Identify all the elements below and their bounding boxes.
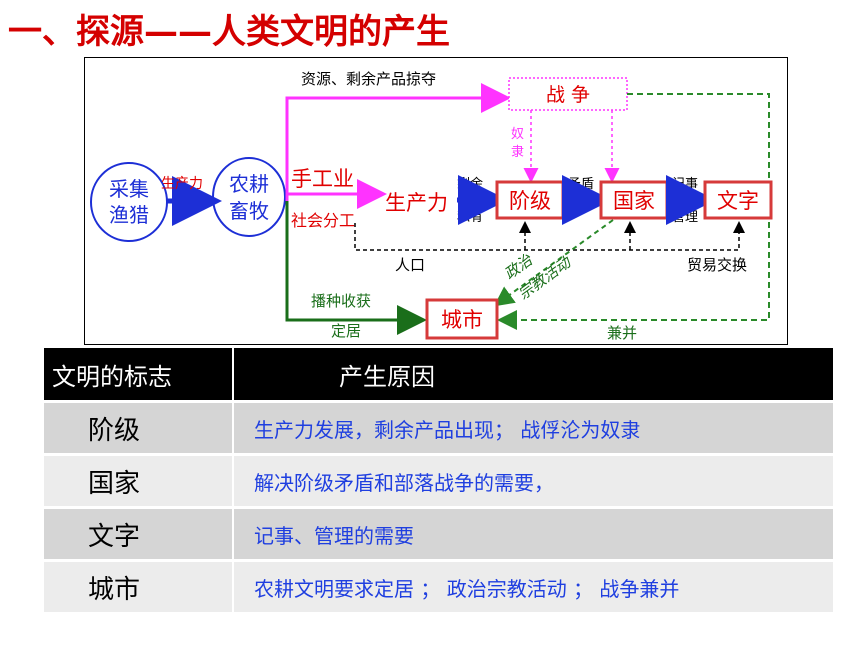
row-mark: 文字: [44, 506, 233, 561]
node-nonggeng-line1: 农耕: [229, 172, 269, 196]
arrow-guojia-to-city: [493, 219, 614, 307]
node-shengchanli: 生产力: [385, 191, 448, 215]
node-caiji-yulie: 采集 渔猎: [90, 162, 168, 242]
row-reason: 记事、管理的需要: [232, 506, 833, 561]
node-guojia-label: 国家: [613, 189, 655, 213]
page-title: 一、探源——人类文明的产生: [8, 12, 450, 52]
label-maodun: 矛盾: [568, 177, 594, 192]
table-row: 阶级 生产力发展，剩余产品出现； 战俘沦为奴隶: [44, 400, 833, 455]
label-dingju: 定居: [331, 322, 361, 340]
arrow-to-war: [285, 83, 511, 201]
label-guanli: 管理: [672, 210, 698, 225]
label-maoyi: 贸易交换: [687, 256, 747, 274]
node-nonggeng-xumu: 农耕 畜牧: [212, 157, 286, 237]
civilization-origin-diagram: 采集 渔猎 农耕 畜牧 生产力 资源、剩余产品掠夺 手工业 社会分工 播种收获 …: [84, 57, 788, 345]
table-row: 国家 解决阶级矛盾和部落战争的需要，: [44, 453, 833, 508]
node-jieji: 阶级: [495, 180, 565, 220]
row-mark: 城市: [44, 559, 233, 612]
node-jieji-label: 阶级: [509, 189, 551, 213]
label-nuli-2: 隶: [511, 145, 524, 160]
label-jishi: 记事: [672, 177, 698, 192]
node-caiji-line2: 渔猎: [109, 203, 149, 227]
table-header-row: 文明的标志 产生原因: [44, 348, 833, 402]
node-wenzi: 文字: [703, 180, 773, 220]
node-shehuifengong: 社会分工: [291, 211, 355, 230]
header-reason: 产生原因: [232, 348, 833, 402]
node-guojia: 国家: [599, 180, 669, 220]
node-caiji-line1: 采集: [109, 177, 149, 201]
node-wenzi-label: 文字: [717, 189, 759, 213]
node-nonggeng-line2: 畜牧: [229, 199, 269, 223]
node-zhanzheng: 战 争: [508, 77, 628, 111]
label-ziyuan: 资源、剩余产品掠夺: [301, 70, 436, 88]
label-siyou: 私有: [457, 210, 483, 225]
label-bozhong: 播种收获: [311, 292, 371, 310]
label-renkou: 人口: [395, 256, 425, 274]
label-nuli-1: 奴: [511, 126, 524, 142]
table-row: 文字 记事、管理的需要: [44, 506, 833, 561]
civilization-marks-table: 文明的标志 产生原因 阶级 生产力发展，剩余产品出现； 战俘沦为奴隶 国家 解决…: [44, 348, 833, 612]
label-jianbing: 兼并: [607, 324, 637, 342]
row-reason: 农耕文明要求定居 ； 政治宗教活动 ； 战争兼并: [232, 559, 833, 612]
row-mark: 阶级: [44, 400, 233, 455]
header-mark: 文明的标志: [44, 348, 233, 402]
row-reason: 生产力发展，剩余产品出现； 战俘沦为奴隶: [232, 400, 833, 455]
node-chengshi-label: 城市: [441, 308, 483, 332]
label-shengchanli-small: 生产力: [161, 176, 203, 192]
table-row: 城市 农耕文明要求定居 ； 政治宗教活动 ； 战争兼并: [44, 559, 833, 612]
row-mark: 国家: [44, 453, 233, 508]
row-reason: 解决阶级矛盾和部落战争的需要，: [232, 453, 833, 508]
arrow-renkou-line: [354, 221, 745, 251]
arrow-to-city: [285, 201, 427, 335]
node-zhanzheng-label: 战 争: [546, 84, 590, 106]
node-shougongye: 手工业: [291, 167, 354, 191]
label-shengyu: 剩余: [457, 176, 483, 192]
node-chengshi: 城市: [425, 298, 499, 340]
